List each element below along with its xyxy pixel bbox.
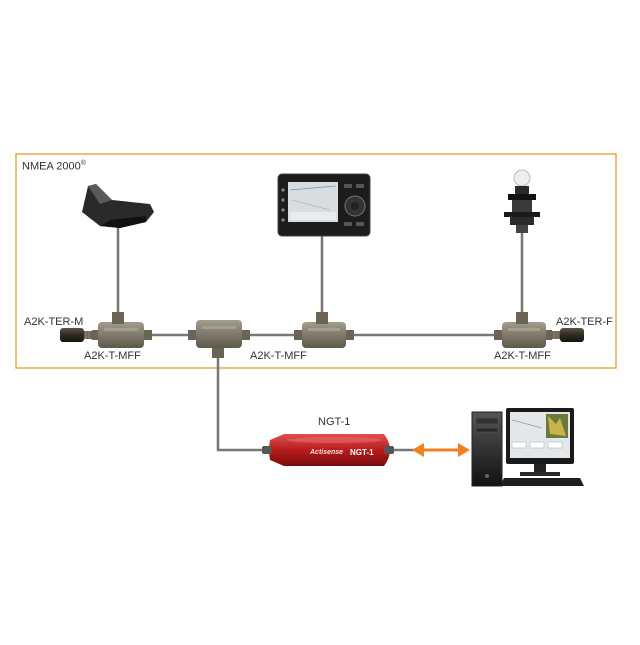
label-tee-right: A2K-T-MFF xyxy=(494,350,551,362)
label-tee-left: A2K-T-MFF xyxy=(84,350,141,362)
label-terminator-male: A2K-TER-M xyxy=(24,316,84,328)
ngt1-gateway-device: Actisense NGT-1 xyxy=(262,434,420,466)
tee-connector-left xyxy=(92,312,152,348)
terminator-male xyxy=(60,328,92,342)
network-title-mark: ® xyxy=(80,160,86,167)
tee-connector-right xyxy=(494,312,552,348)
bidirectional-link-arrow xyxy=(412,443,470,457)
sensor-icon xyxy=(504,169,540,233)
transducer-icon xyxy=(82,184,154,228)
ngt1-model-text: NGT-1 xyxy=(350,448,374,457)
network-title-text: NMEA 2000 xyxy=(22,160,81,173)
label-gateway: NGT-1 xyxy=(318,416,351,428)
label-tee-middle: A2K-T-MFF xyxy=(250,350,307,362)
tee-connector-gateway xyxy=(188,320,250,358)
terminator-female xyxy=(552,328,584,342)
computer-icon xyxy=(471,408,584,487)
tee-connector-middle xyxy=(294,312,354,348)
chartplotter-icon xyxy=(277,173,371,237)
network-boundary xyxy=(15,153,617,369)
label-terminator-female: A2K-TER-F xyxy=(556,316,613,328)
ngt1-brand-text: Actisense xyxy=(309,449,343,456)
gateway-cable xyxy=(216,356,280,452)
network-title: NMEA 2000® xyxy=(22,158,86,173)
